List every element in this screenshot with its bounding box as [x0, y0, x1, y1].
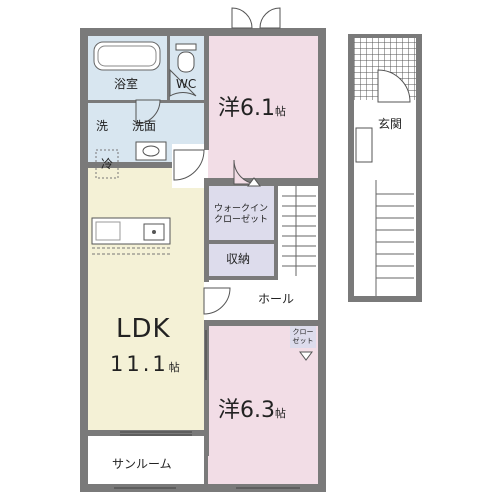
ldk-label: LDK — [116, 314, 171, 344]
wash-basin-icon — [135, 141, 167, 161]
western-room-2-label: 洋6.3帖 — [218, 398, 287, 423]
annex-lower-floor — [354, 170, 416, 296]
storage-floor — [208, 244, 274, 276]
western-2-bottom-floor — [208, 456, 318, 484]
wash-short-label: 洗 — [96, 119, 109, 133]
washroom-label: 洗面 — [132, 119, 157, 133]
doors — [135, 7, 281, 315]
toilet-label: WC — [176, 77, 197, 91]
western-room-1-label: 洋6.1帖 — [218, 96, 287, 121]
closet-label: クローゼット — [292, 328, 314, 345]
closet-marker-icon — [299, 351, 313, 361]
ldk-size-label: 11.1帖 — [110, 352, 183, 376]
windows — [114, 330, 300, 489]
ldk-floor-upper — [88, 168, 172, 188]
bathtub — [93, 41, 161, 71]
entrance-label: 玄関 — [378, 117, 403, 131]
western-room-1-floor — [208, 36, 318, 182]
fridge-space — [95, 149, 119, 179]
stair-floor — [278, 186, 318, 278]
sunroom-floor — [88, 436, 204, 484]
entrance-door — [377, 69, 411, 103]
fridge-label: 冷 — [101, 157, 114, 171]
closet-floor — [290, 326, 316, 348]
storage-label: 収納 — [226, 252, 251, 266]
hall-label: ホール — [258, 292, 295, 306]
walk-in-closet-floor — [208, 186, 274, 240]
annex-stairs — [375, 180, 414, 296]
shoe-cabinet — [355, 127, 373, 163]
staircase — [282, 186, 316, 276]
toilet-icon — [177, 51, 195, 73]
sunroom-label: サンルーム — [112, 457, 172, 471]
wash-floor-right — [170, 102, 204, 144]
walk-in-closet-label: ウォークインクローゼット — [213, 204, 268, 226]
hall-marker-icon — [247, 177, 261, 187]
bath-label: 浴室 — [114, 77, 139, 91]
